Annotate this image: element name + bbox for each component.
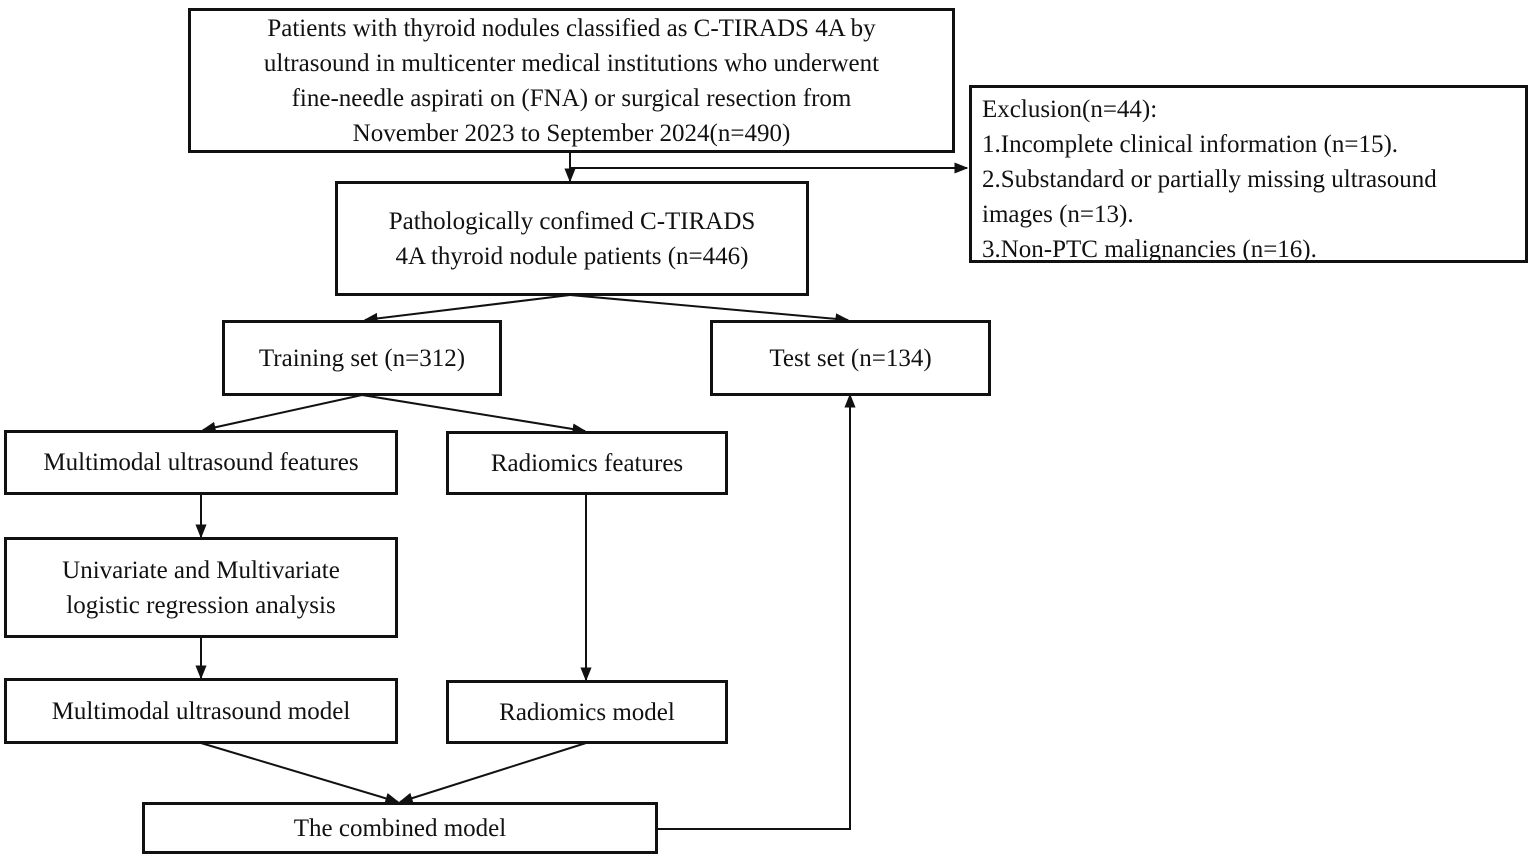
arrow-radiomics-model-to-combined: [398, 742, 587, 804]
radiomics-features-box: Radiomics features: [446, 431, 728, 495]
combined-model-label: The combined model: [293, 814, 507, 842]
arrow-confirmed-to-test: [569, 294, 850, 325]
cohort-box: Patients with thyroid nodules classified…: [188, 8, 955, 153]
arrow-training-to-us-features: [201, 394, 363, 433]
cohort-line-2: ultrasound in multicenter medical instit…: [263, 49, 880, 77]
radiomics-model-box: Radiomics model: [446, 680, 728, 744]
radiomics-model-label: Radiomics model: [499, 698, 675, 726]
combined-model-box: The combined model: [142, 802, 658, 854]
exclusion-item-2-cont: images (n=13).: [982, 201, 1134, 228]
arrow-training-to-radiomics-features: [361, 394, 587, 435]
cohort-line-4: November 2023 to September 2024(n=490): [352, 119, 791, 147]
test-set-box: Test set (n=134): [710, 320, 991, 396]
confirmed-line-2: 4A thyroid nodule patients (n=446): [395, 242, 749, 270]
arrow-confirmed-to-training: [363, 294, 571, 325]
regression-box: Univariate and Multivariate logistic reg…: [4, 537, 398, 638]
confirmed-line-1: Pathologically confimed C-TIRADS: [388, 207, 756, 235]
us-model-box: Multimodal ultrasound model: [4, 678, 398, 744]
exclusion-title: Exclusion(n=44):: [982, 96, 1158, 123]
exclusion-box: Exclusion(n=44): 1.Incomplete clinical i…: [969, 85, 1528, 263]
us-features-box: Multimodal ultrasound features: [4, 430, 398, 495]
us-features-label: Multimodal ultrasound features: [43, 449, 359, 476]
exclusion-item-1: 1.Incomplete clinical information (n=15)…: [982, 131, 1399, 158]
regression-line-2: logistic regression analysis: [66, 591, 336, 619]
exclusion-item-3: 3.Non-PTC malignancies (n=16).: [982, 236, 1317, 263]
cohort-line-3: fine-needle aspirati on (FNA) or surgica…: [291, 84, 852, 112]
confirmed-box: Pathologically confimed C-TIRADS 4A thyr…: [335, 181, 809, 296]
cohort-line-1: Patients with thyroid nodules classified…: [267, 14, 876, 42]
exclusion-item-2: 2.Substandard or partially missing ultra…: [982, 166, 1437, 193]
training-set-box: Training set (n=312): [222, 320, 502, 396]
test-set-label: Test set (n=134): [769, 344, 932, 372]
training-set-label: Training set (n=312): [258, 344, 466, 372]
arrow-us-model-to-combined: [200, 742, 400, 804]
us-model-label: Multimodal ultrasound model: [51, 697, 351, 725]
radiomics-features-label: Radiomics features: [490, 449, 684, 477]
regression-line-1: Univariate and Multivariate: [62, 556, 340, 584]
arrow-combined-to-test: [657, 393, 856, 830]
